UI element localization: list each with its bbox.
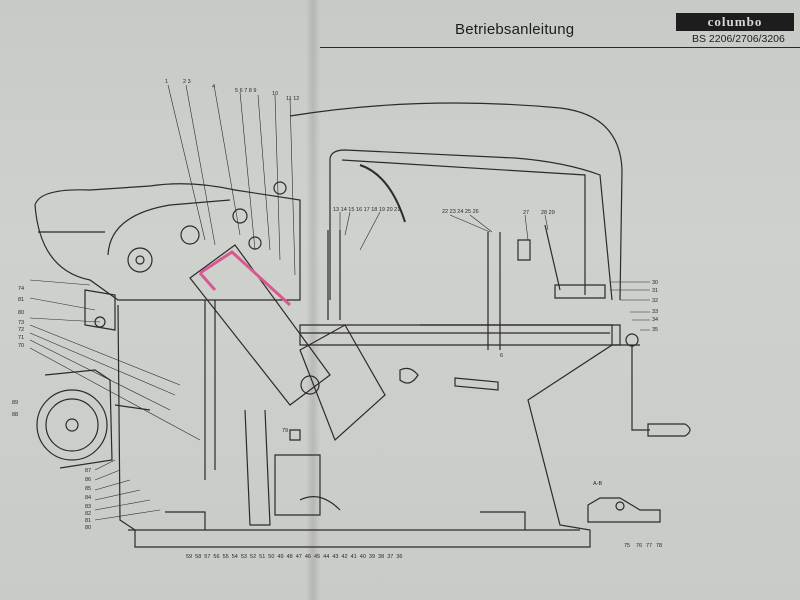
callout-detail-76: 76 (636, 543, 642, 549)
callout-detail-77: 77 (646, 543, 652, 549)
callout-top-9: 27 (523, 210, 529, 216)
callout-left-87: 87 (85, 468, 91, 474)
callout-right-31: 31 (652, 288, 658, 294)
callout-detail-78: 78 (656, 543, 662, 549)
highlighted-bracket (198, 250, 292, 307)
callout-left-72: 72 (18, 327, 24, 333)
callout-left-85: 85 (85, 486, 91, 492)
callout-bottom-row: 59 58 57 56 55 54 53 52 51 50 49 48 47 4… (186, 554, 402, 560)
callout-right-30: 30 (652, 280, 658, 286)
callout-mid-6: 6 (500, 353, 503, 359)
machine-frame (117, 304, 613, 548)
callout-left-88: 88 (12, 412, 18, 418)
callout-left-84: 84 (85, 495, 91, 501)
wheel-housing (34, 183, 301, 301)
callout-top-10: 28 29 (541, 210, 555, 216)
callout-left-70: 70 (18, 343, 24, 349)
drive-wheel (127, 247, 153, 273)
callout-right-34: 34 (652, 317, 658, 323)
callout-right-35: 35 (652, 327, 658, 333)
callout-left-71: 71 (18, 335, 24, 341)
detail-label: A-B (593, 481, 603, 487)
callout-mid-79: 79 (282, 428, 288, 434)
callout-left-82: 82 (85, 511, 91, 517)
hand-crank (631, 345, 650, 431)
page-title: Betriebsanleitung (455, 21, 575, 38)
callout-top-7: 13 14 15 16 17 18 19 20 21 (333, 207, 400, 213)
saw-arm (189, 244, 331, 406)
callout-top-6: 11 12 (286, 96, 299, 102)
callout-left-74: 74 (18, 286, 24, 292)
brand-logo: columbo (676, 13, 794, 31)
callout-top-2: 2 3 (183, 79, 191, 85)
callout-left-80a: 80 (18, 310, 24, 316)
callout-left-81a: 81 (18, 297, 24, 303)
callout-left-80b: 80 (85, 525, 91, 531)
header-rule (320, 47, 800, 48)
callout-top-5: 10 (272, 91, 278, 97)
page-fold (306, 0, 320, 600)
saw-bow (329, 149, 613, 301)
callout-left-73: 73 (18, 320, 24, 326)
callout-detail-75: 75 (624, 543, 630, 549)
callout-left-83: 83 (85, 504, 91, 510)
callout-top-1: 1 (165, 79, 168, 85)
callout-right-33: 33 (652, 309, 658, 315)
callout-top-8: 22 23 24 25 26 (442, 209, 479, 215)
detail-section (587, 497, 661, 523)
callout-right-32: 32 (652, 298, 658, 304)
callout-left-81b: 81 (85, 518, 91, 524)
model-number: BS 2206/2706/3206 (692, 33, 785, 45)
callout-left-89: 89 (12, 400, 18, 406)
table-rail (299, 324, 621, 346)
motor-pulley (36, 389, 108, 461)
callout-top-4: 5 6 7 8 9 (235, 88, 256, 94)
callout-left-86: 86 (85, 477, 91, 483)
callout-top-3: 4 (212, 84, 215, 90)
